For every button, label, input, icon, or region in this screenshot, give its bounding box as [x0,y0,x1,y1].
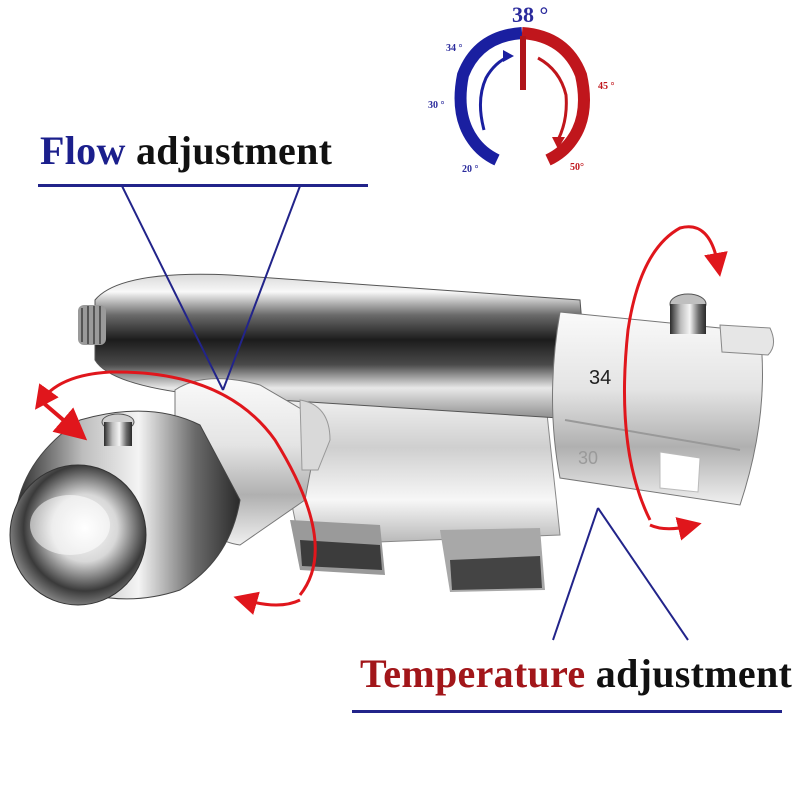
engraving-30: 30 [578,448,599,468]
dial-mark-50: 50° [570,162,584,173]
temperature-underline [352,710,782,713]
dial-mark-45: 45 ° [598,81,615,92]
flow-highlight: Flow [40,128,126,173]
flow-adjustment-label: Flow adjustment [40,127,332,174]
engraving-34: 34 [589,367,612,389]
dial-mark-30: 30 ° [428,100,445,111]
flow-underline [38,184,368,187]
dial-center-value: 38 ° [512,2,549,27]
dial-mark-20: 20 ° [462,164,479,175]
flow-rest: adjustment [125,128,333,173]
temperature-rest: adjustment [585,651,793,696]
temperature-highlight: Temperature [360,651,586,696]
temperature-adjustment-label: Temperature adjustment [360,650,792,697]
dial-mark-34: 34 ° [446,43,463,54]
